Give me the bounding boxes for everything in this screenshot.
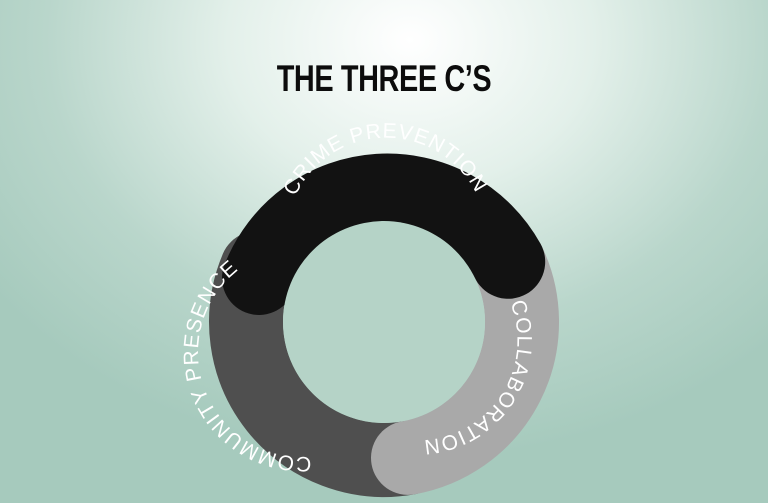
diagram-title: THE THREE C’S [276,58,492,99]
segment-crime-prevention [222,153,546,315]
ring-center [283,221,485,423]
